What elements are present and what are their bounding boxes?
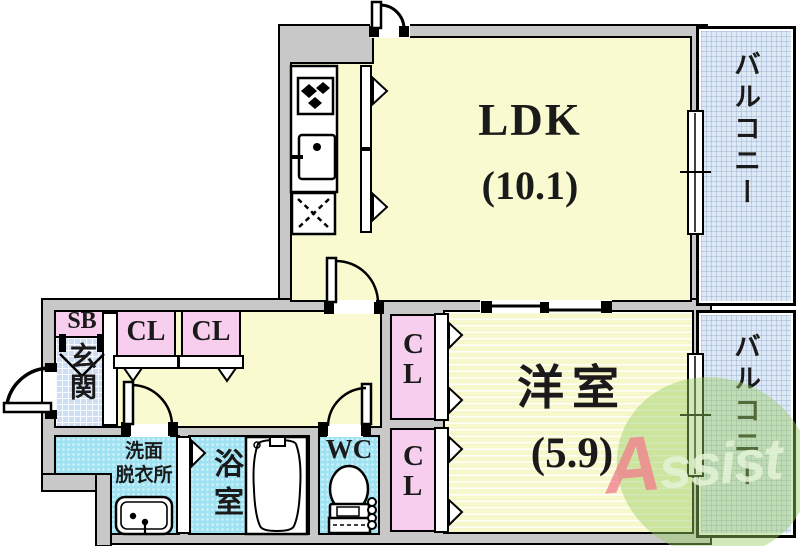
room-entrance [54, 336, 110, 428]
watermark-first-letter: A [600, 418, 663, 511]
ldk-service-door [369, 0, 410, 38]
washroom-label-line2: 脱衣所 [115, 464, 173, 486]
washroom-door [121, 380, 178, 437]
room-shoebox [54, 310, 110, 338]
watermark-text: Assist [600, 406, 784, 512]
entrance-label: 玄関 [66, 342, 96, 404]
bathroom-label: 浴室 [209, 448, 242, 524]
ldk-label: LDK [478, 95, 582, 145]
balcony-top-label: バルコニー [730, 50, 760, 210]
shoebox-label: SB [67, 308, 97, 334]
kitchen-counter-icon [289, 64, 339, 236]
closet-hall-doors [113, 355, 244, 383]
washroom-label-line1: 洗面 [124, 441, 163, 462]
bathtub-icon [244, 435, 309, 536]
shoebox-doors [59, 334, 105, 378]
washbasin-icon [114, 495, 174, 536]
washroom-label: 洗面 脱衣所 [96, 440, 192, 488]
balcony-top [696, 26, 796, 306]
closet-hall-1-label: CL [126, 316, 166, 347]
balcony-bottom-label: バルコニー [730, 332, 760, 492]
ldk-hallway-door [324, 256, 384, 314]
western-size-label: (5.9) [530, 430, 614, 477]
wc-label: WC [325, 434, 373, 464]
balcony-bottom [696, 310, 796, 538]
balcony-top-floor [701, 31, 791, 301]
watermark-rest: ssist [656, 426, 784, 502]
western-balcony-window [680, 353, 711, 477]
ldk-western-sliding-door [480, 300, 612, 313]
closet-hall-2-label: CL [191, 316, 231, 347]
balcony-bottom-floor [701, 315, 791, 533]
footprint-notch [0, 492, 95, 546]
closet-west-1-label: CL [403, 328, 424, 390]
entrance-door [2, 363, 57, 419]
toilet-icon [327, 464, 377, 535]
kitchen-corner-wall [290, 36, 374, 64]
closet-west-2-label: CL [403, 440, 424, 502]
ldk-balcony-window [680, 110, 711, 235]
bathroom-door [176, 436, 207, 534]
wc-door [318, 382, 373, 437]
kitchen-partition-doors [360, 65, 389, 233]
closet-west-doors [434, 313, 464, 533]
room-closet-hall-1 [116, 310, 176, 360]
ldk-size-label: (10.1) [481, 163, 579, 208]
room-closet-west-1 [390, 314, 438, 420]
western-label: 洋室 [517, 363, 627, 415]
